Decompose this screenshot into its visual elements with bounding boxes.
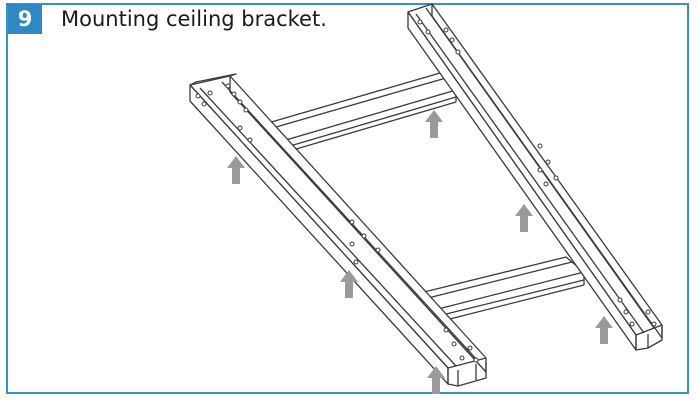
- step-number-badge: 9: [8, 4, 42, 34]
- rail-holes: [195, 19, 657, 363]
- upper-crossbar: [267, 72, 457, 153]
- upward-arrow-icon: [425, 110, 443, 138]
- step-title: Mounting ceiling bracket.: [61, 7, 327, 31]
- right-rail: [407, 3, 663, 351]
- upward-arrow-icon: [595, 316, 613, 344]
- instruction-frame: [6, 3, 689, 394]
- left-rail: [189, 73, 487, 387]
- upward-arrow-icon: [227, 156, 245, 184]
- upward-arrow-icon: [515, 204, 533, 232]
